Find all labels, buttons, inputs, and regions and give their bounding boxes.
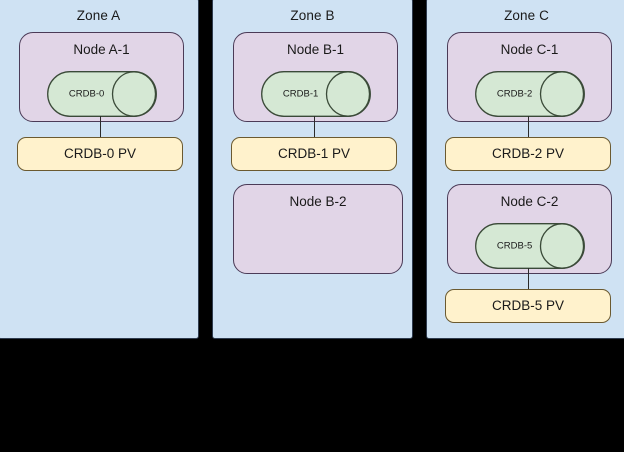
node-c-1-title: Node C-1 xyxy=(500,42,559,57)
volume-crdb-0-pv: CRDB-0 PV xyxy=(17,137,183,171)
node-a-1: Node A-1 CRDB-0 xyxy=(19,32,184,122)
zone-a-title: Zone A xyxy=(76,8,121,23)
zone-b: Zone B Node B-1 CRDB-1 CRDB-1 PV Node B-… xyxy=(212,0,413,339)
zone-b-title: Zone B xyxy=(290,8,335,23)
volume-crdb-2-pv-label: CRDB-2 PV xyxy=(491,146,564,161)
node-b-2: Node B-2 xyxy=(233,184,403,274)
node-b-2-title: Node B-2 xyxy=(289,194,347,209)
cylinder-icon xyxy=(475,71,585,117)
connector-node-c-1-to-crdb-2-pv xyxy=(528,116,530,140)
volume-crdb-0-pv-label: CRDB-0 PV xyxy=(63,146,136,161)
database-crdb-1: CRDB-1 xyxy=(261,71,371,117)
node-a-1-title: Node A-1 xyxy=(73,42,130,57)
cylinder-icon xyxy=(47,71,157,117)
node-c-2: Node C-2 CRDB-5 xyxy=(447,184,612,274)
database-crdb-5: CRDB-5 xyxy=(475,223,585,269)
connector-node-b-1-to-crdb-1-pv xyxy=(314,116,316,140)
node-c-1: Node C-1 CRDB-2 xyxy=(447,32,612,122)
connector-node-a-1-to-crdb-0-pv xyxy=(100,116,102,140)
zone-c-title: Zone C xyxy=(504,8,549,23)
zone-c: Zone C Node C-1 CRDB-2 CRDB-2 PV Node C-… xyxy=(426,0,624,339)
volume-crdb-2-pv: CRDB-2 PV xyxy=(445,137,611,171)
database-crdb-0: CRDB-0 xyxy=(47,71,157,117)
cylinder-icon xyxy=(475,223,585,269)
database-crdb-2: CRDB-2 xyxy=(475,71,585,117)
connector-node-c-2-to-crdb-5-pv xyxy=(528,268,530,292)
node-b-1: Node B-1 CRDB-1 xyxy=(233,32,398,122)
volume-crdb-1-pv: CRDB-1 PV xyxy=(231,137,397,171)
node-c-2-title: Node C-2 xyxy=(500,194,559,209)
node-b-1-title: Node B-1 xyxy=(286,42,345,57)
zone-a: Zone A Node A-1 CRDB-0 CRDB-0 PV xyxy=(0,0,199,339)
volume-crdb-5-pv-label: CRDB-5 PV xyxy=(491,298,564,313)
volume-crdb-1-pv-label: CRDB-1 PV xyxy=(277,146,350,161)
volume-crdb-5-pv: CRDB-5 PV xyxy=(445,289,611,323)
cylinder-icon xyxy=(261,71,371,117)
